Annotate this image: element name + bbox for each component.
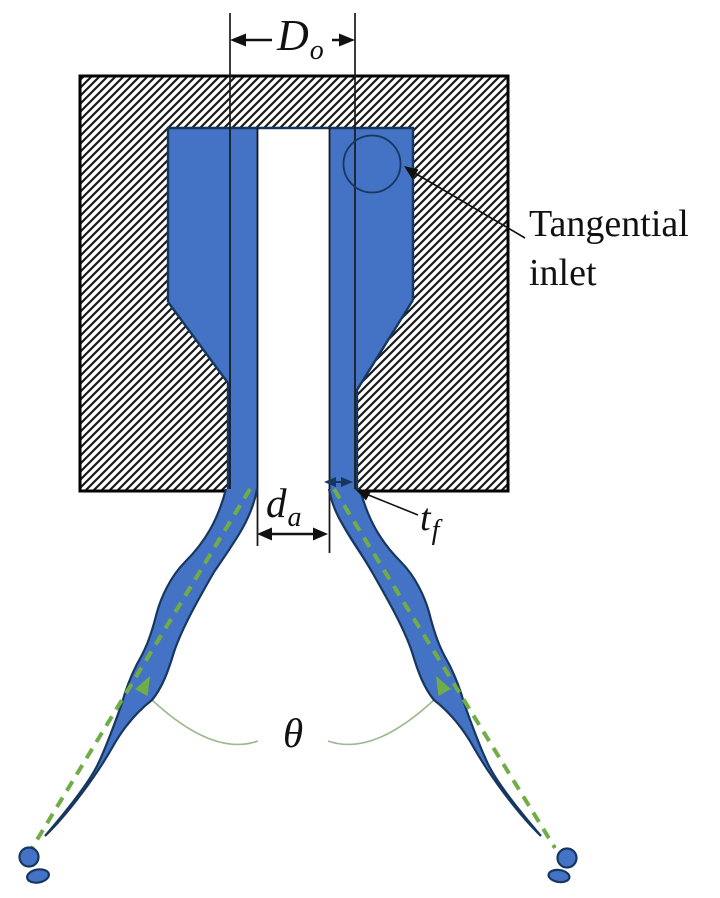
cone-angle-arc-right bbox=[327, 698, 436, 746]
spray-film-left-fill bbox=[45, 489, 257, 836]
tf-leader-line bbox=[365, 493, 419, 516]
do-arrowhead-right bbox=[339, 33, 355, 47]
cone-trajectory-dashed-left bbox=[30, 487, 252, 850]
da-arrowhead-left bbox=[257, 527, 272, 541]
outlet-diameter-subscript: o bbox=[309, 35, 324, 67]
droplet-right-flat bbox=[547, 868, 571, 884]
cone-angle-arrowhead-right bbox=[436, 676, 451, 696]
spray-film-left-outline bbox=[44, 488, 259, 837]
da-dimension bbox=[257, 527, 328, 541]
do-arrowhead-left bbox=[230, 33, 246, 47]
cone-angle-arc bbox=[150, 698, 436, 746]
air-core-diameter-symbol: d bbox=[266, 480, 287, 526]
tf-arrowhead-left bbox=[324, 477, 336, 487]
spray-film-right bbox=[327, 488, 542, 837]
droplet-left-flat bbox=[26, 868, 50, 884]
tf-leader-arrowhead bbox=[355, 489, 372, 501]
tf-arrowhead-right bbox=[341, 477, 353, 487]
air-core-diameter-subscript: a bbox=[287, 502, 302, 534]
outlet-diameter-symbol: D bbox=[277, 11, 309, 60]
cone-angle-arc-left bbox=[150, 698, 259, 746]
spray-film-right-outline bbox=[327, 488, 542, 837]
spray-film-left bbox=[44, 488, 259, 837]
cone-angle-arrowhead-left bbox=[135, 676, 150, 696]
tangential-inlet-arrowhead bbox=[404, 166, 419, 180]
film-thickness-label: tf bbox=[420, 497, 439, 545]
tangential-inlet-circle bbox=[342, 134, 402, 194]
do-dimension bbox=[230, 33, 355, 47]
droplet-left-round bbox=[18, 846, 40, 868]
spray-angle-label: θ bbox=[283, 710, 304, 756]
spray-film-right-fill bbox=[329, 489, 541, 836]
air-core-diameter-label: da bbox=[266, 480, 302, 532]
air-core-column bbox=[258, 129, 330, 495]
tangential-inlet-label: Tangential inlet bbox=[529, 200, 720, 297]
droplets-right bbox=[547, 847, 578, 884]
tf-dimension bbox=[324, 477, 419, 516]
tangential-inlet-label-line1: Tangential bbox=[529, 203, 689, 245]
droplets-left bbox=[18, 846, 50, 884]
tangential-inlet-leader bbox=[404, 166, 526, 239]
chamber-outline-right bbox=[355, 299, 415, 491]
outlet-diameter-label: Do bbox=[277, 11, 324, 65]
film-thickness-symbol: t bbox=[420, 497, 431, 539]
cone-trajectory-dashed-right bbox=[332, 487, 557, 850]
chamber-outline-left bbox=[167, 301, 230, 491]
droplet-right-round bbox=[556, 847, 578, 869]
chamber-outline-top bbox=[166, 126, 415, 302]
da-arrowhead-right bbox=[313, 527, 328, 541]
tangential-inlet-leader-line bbox=[412, 171, 526, 239]
tangential-inlet-label-line2: inlet bbox=[529, 251, 597, 294]
film-thickness-subscript: f bbox=[431, 515, 440, 547]
